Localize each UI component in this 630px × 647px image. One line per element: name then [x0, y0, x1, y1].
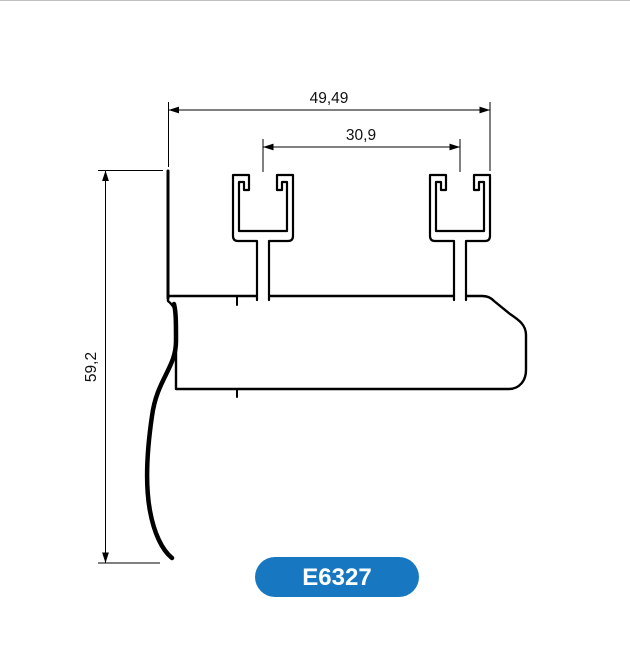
arrowhead-right — [479, 106, 490, 114]
arrowhead-bottom — [102, 552, 109, 563]
dimension-total-width: 49,49 — [168, 90, 491, 171]
arrowhead-left — [263, 143, 274, 151]
part-number-badge[interactable]: E6327 — [255, 557, 419, 597]
arrowhead-left — [168, 106, 179, 114]
right-channel-fill — [430, 175, 490, 300]
arrowhead-right — [449, 143, 460, 151]
dimension-label-channel-spacing: 30,9 — [346, 127, 376, 144]
left-channel-outline — [231, 173, 295, 302]
badge-label: E6327 — [302, 564, 371, 591]
left-channel-fill — [233, 175, 293, 300]
dimension-label-total-height: 59,2 — [83, 352, 100, 382]
dimension-total-height: 59,2 — [83, 170, 163, 564]
page-border-top — [0, 0, 630, 1]
dimension-channel-spacing: 30,9 — [262, 127, 461, 172]
badge-background[interactable] — [255, 557, 419, 597]
right-channel-outline — [428, 173, 492, 302]
arrowhead-top — [102, 170, 109, 181]
profile-leg — [144, 301, 179, 561]
profile-body — [166, 294, 528, 391]
dimension-label-total-width: 49,49 — [310, 90, 349, 107]
profile-cross-section — [144, 169, 528, 561]
